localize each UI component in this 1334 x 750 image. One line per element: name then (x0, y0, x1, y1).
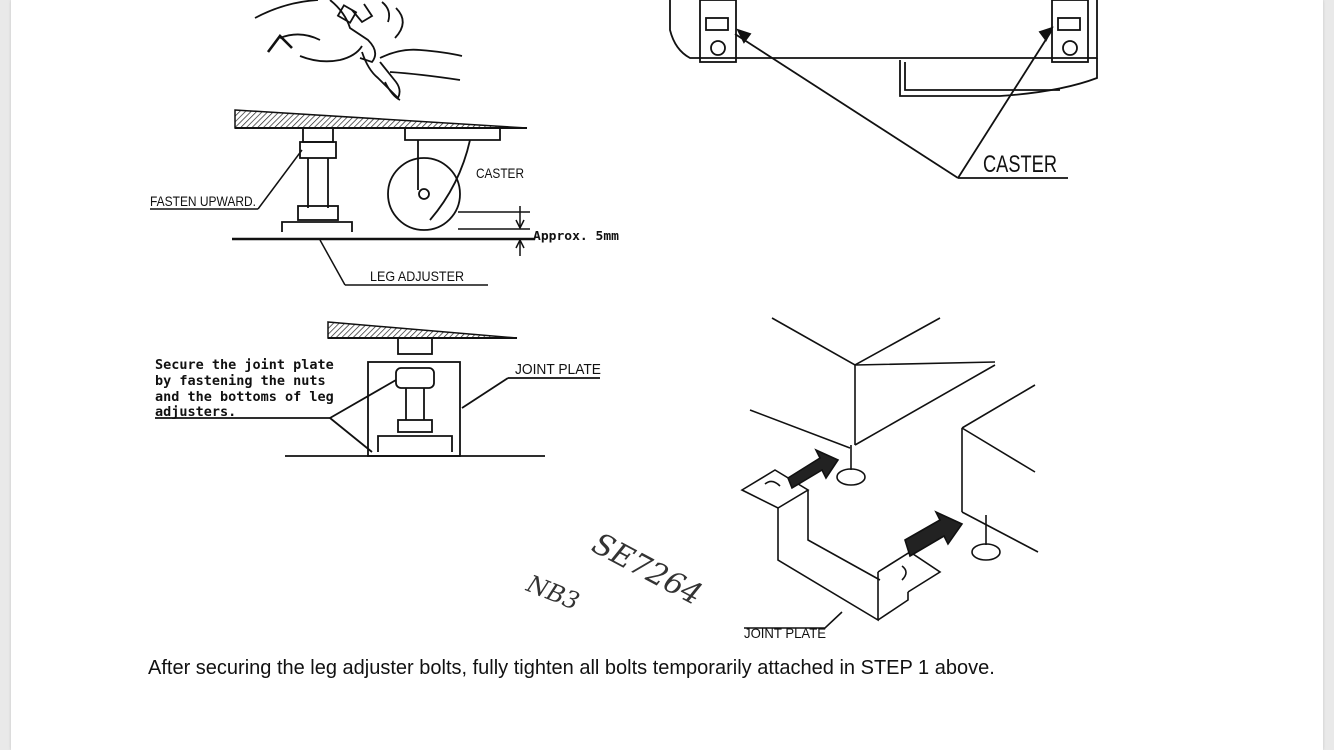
cabinet-bottom-view: CASTER (669, 0, 1098, 179)
handwritten-code: SE7264 (586, 526, 707, 613)
note-line-2: by fastening the nuts (155, 373, 326, 389)
wrench-hand-illustration (254, 0, 463, 101)
joint-plate-side-view: Secure the joint plate by fastening the … (155, 321, 601, 457)
joint-plate-label-right: JOINT PLATE (515, 361, 601, 378)
instruction-caption: After securing the leg adjuster bolts, f… (148, 657, 995, 679)
note-line-3: and the bottoms of leg (155, 389, 334, 405)
fasten-upward-label: FASTEN UPWARD. (150, 193, 256, 209)
note-line-1: Secure the joint plate (155, 357, 334, 373)
caster-label-small: CASTER (476, 165, 524, 181)
handwritten-initials: NB3 (522, 569, 583, 616)
document-page: FASTEN UPWARD. CASTER Approx. 5mm LEG AD… (11, 0, 1323, 750)
note-line-4: adjusters. (155, 404, 236, 420)
joint-plate-label-bottom: JOINT PLATE (744, 625, 826, 641)
approx-5mm-label: Approx. 5mm (533, 229, 619, 243)
leg-adjuster-label: LEG ADJUSTER (370, 268, 464, 284)
joint-plate-isometric-view: JOINT PLATE (740, 317, 1039, 641)
installation-diagram: FASTEN UPWARD. CASTER Approx. 5mm LEG AD… (150, 0, 1098, 641)
caster-label-large: CASTER (983, 151, 1057, 178)
leg-adjuster-caster-view: FASTEN UPWARD. CASTER Approx. 5mm LEG AD… (150, 109, 619, 286)
